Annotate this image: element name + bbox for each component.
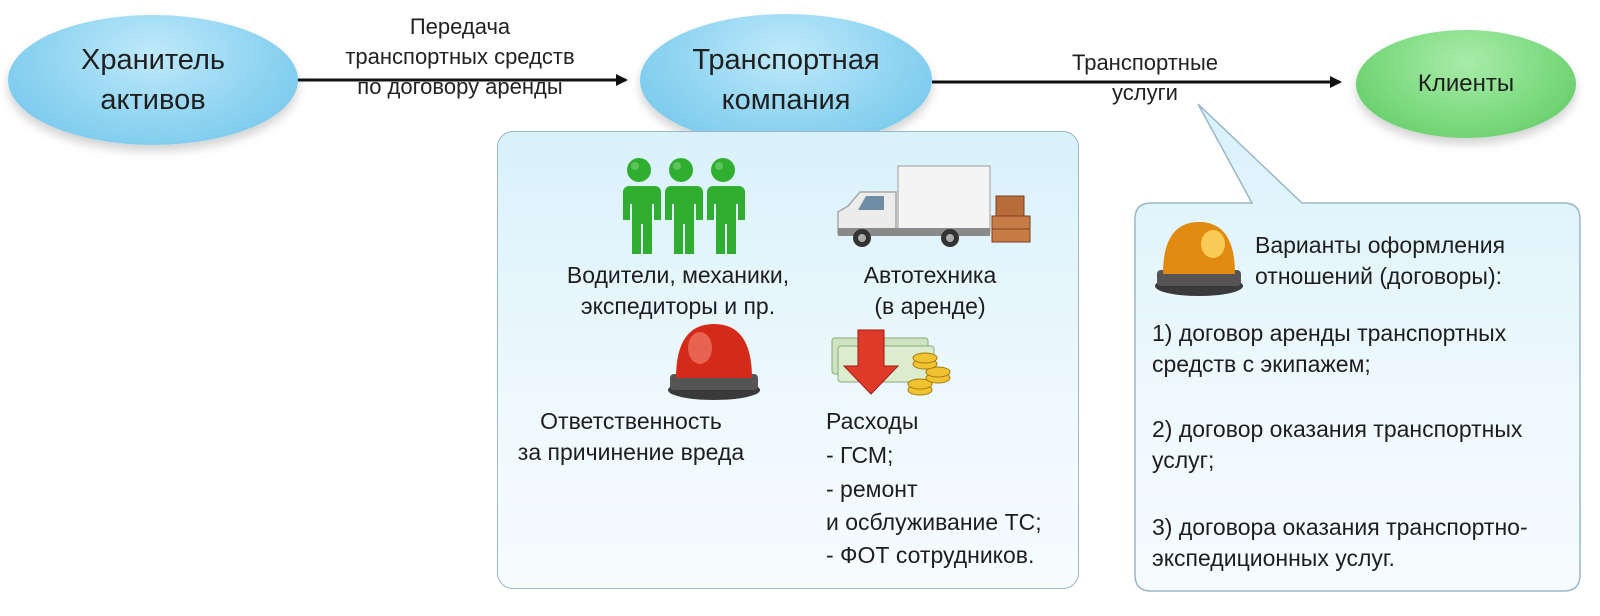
contract-item-2: 2) договор оказания транспортных услуг; xyxy=(1152,416,1523,473)
edge-label-lease: Передача транспортных средств по договор… xyxy=(345,14,575,99)
node-asset-holder: Хранитель активов xyxy=(8,15,298,145)
vehicles-label: Автотехника (в аренде) xyxy=(863,262,997,319)
expenses-item-fuel: - ГСМ; xyxy=(826,442,894,468)
edge-label-services: Транспортные услуги xyxy=(1072,50,1218,105)
expenses-item-payroll: - ФОТ сотрудников. xyxy=(826,542,1035,568)
staff-label: Водители, механики, экспедиторы и пр. xyxy=(566,262,790,319)
contracts-title: Варианты оформления отношений (договоры)… xyxy=(1255,232,1506,289)
contract-item-3: 3) договора оказания транспортно- экспед… xyxy=(1152,514,1528,571)
liability-label: Ответственность за причинение вреда xyxy=(517,408,745,465)
expenses-item-repair: - ремонт xyxy=(826,476,918,502)
contract-item-1: 1) договор аренды транспортных средств с… xyxy=(1152,320,1507,377)
node-transport-company-label: Транспортная компания xyxy=(692,44,880,116)
expenses-title: Расходы xyxy=(826,408,919,434)
node-transport-company: Транспортная компания xyxy=(640,14,932,146)
expenses-item-maintenance: и осблуживание ТС; xyxy=(826,509,1042,535)
node-asset-holder-label: Хранитель активов xyxy=(81,44,225,116)
node-clients-label: Клиенты xyxy=(1417,70,1515,97)
node-clients: Клиенты xyxy=(1356,30,1576,138)
